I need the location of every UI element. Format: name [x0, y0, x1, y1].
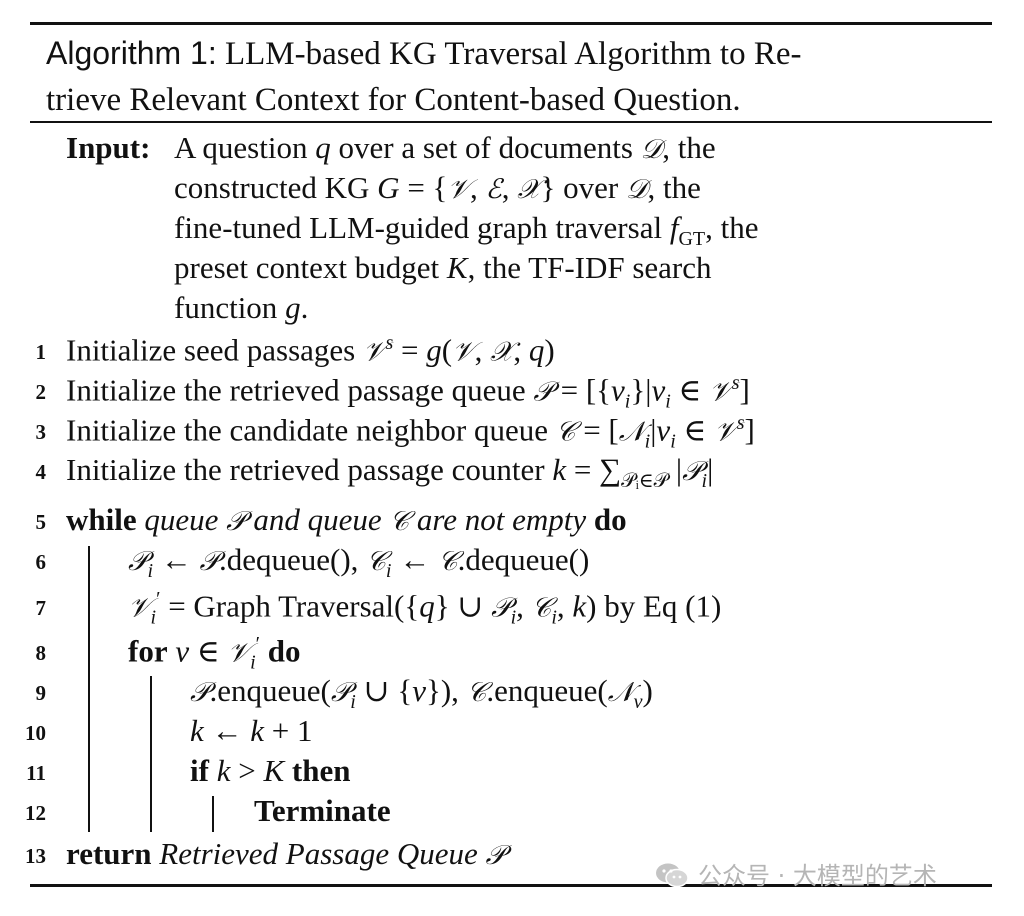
line-number: 2: [35, 380, 47, 404]
line-number: 5: [35, 510, 47, 534]
step-1: Initialize seed passages 𝒱s = g(𝒱, 𝒳, q): [66, 332, 555, 368]
line-number: 7: [35, 596, 47, 620]
line-number: 13: [25, 844, 46, 868]
step-9: 𝒫.enqueue(𝒫i ∪ {v}), 𝒞.enqueue(𝒩v): [190, 673, 653, 714]
watermark: 公众号 · 大模型的艺术: [654, 856, 937, 890]
input-line-1: A question q over a set of documents 𝒟, …: [174, 130, 716, 165]
for-block-bar: [150, 676, 152, 832]
step-2: Initialize the retrieved passage queue 𝒫…: [66, 372, 750, 413]
step-10: k ← k + 1: [190, 713, 313, 748]
bottom-rule: [30, 884, 992, 887]
step-7: 𝒱i′ = Graph Traversal({q} ∪ 𝒫i, 𝒞i, k) b…: [128, 588, 722, 629]
line-number: 6: [35, 550, 47, 574]
watermark-text: 公众号 · 大模型的艺术: [698, 862, 937, 890]
caption-rule: [30, 121, 992, 123]
caption-label: Algorithm 1:: [46, 35, 217, 71]
while-block-bar: [88, 546, 90, 832]
caption-line-2: trieve Relevant Context for Content-base…: [46, 82, 741, 118]
step-3: Initialize the candidate neighbor queue …: [66, 412, 755, 453]
input-label: Input:: [66, 130, 151, 165]
line-number: 1: [35, 340, 47, 364]
input-line-4: preset context budget K, the TF-IDF sear…: [174, 250, 712, 285]
line-number: 9: [35, 681, 47, 705]
input-line-2: constructed KG G = {𝒱, ℰ, 𝒳} over 𝒟, the: [174, 170, 701, 205]
caption-line-1: Algorithm 1: LLM-based KG Traversal Algo…: [46, 35, 802, 72]
step-8: for v ∈ 𝒱i′ do: [128, 633, 301, 674]
step-5: while queue 𝒫 and queue 𝒞 are not empty …: [66, 502, 627, 537]
input-line-5: function g.: [174, 290, 309, 325]
step-4: Initialize the retrieved passage counter…: [66, 452, 714, 493]
if-block-bar: [212, 796, 214, 832]
top-rule: [30, 22, 992, 25]
line-number: 12: [25, 801, 46, 825]
step-6: 𝒫i ← 𝒫.dequeue(), 𝒞i ← 𝒞.dequeue(): [128, 542, 590, 583]
wechat-icon: [656, 863, 689, 888]
input-line-3: fine-tuned LLM-guided graph traversal fG…: [174, 210, 759, 251]
step-12: Terminate: [254, 793, 391, 828]
line-number: 8: [35, 641, 47, 665]
line-number: 10: [25, 721, 46, 745]
line-number: 3: [35, 420, 47, 444]
step-11: if k > K then: [190, 753, 351, 788]
line-number: 4: [35, 460, 47, 484]
step-13: return Retrieved Passage Queue 𝒫: [66, 836, 505, 871]
line-number: 11: [26, 761, 46, 785]
algorithm-caption: Algorithm 1: LLM-based KG Traversal Algo…: [46, 30, 986, 123]
